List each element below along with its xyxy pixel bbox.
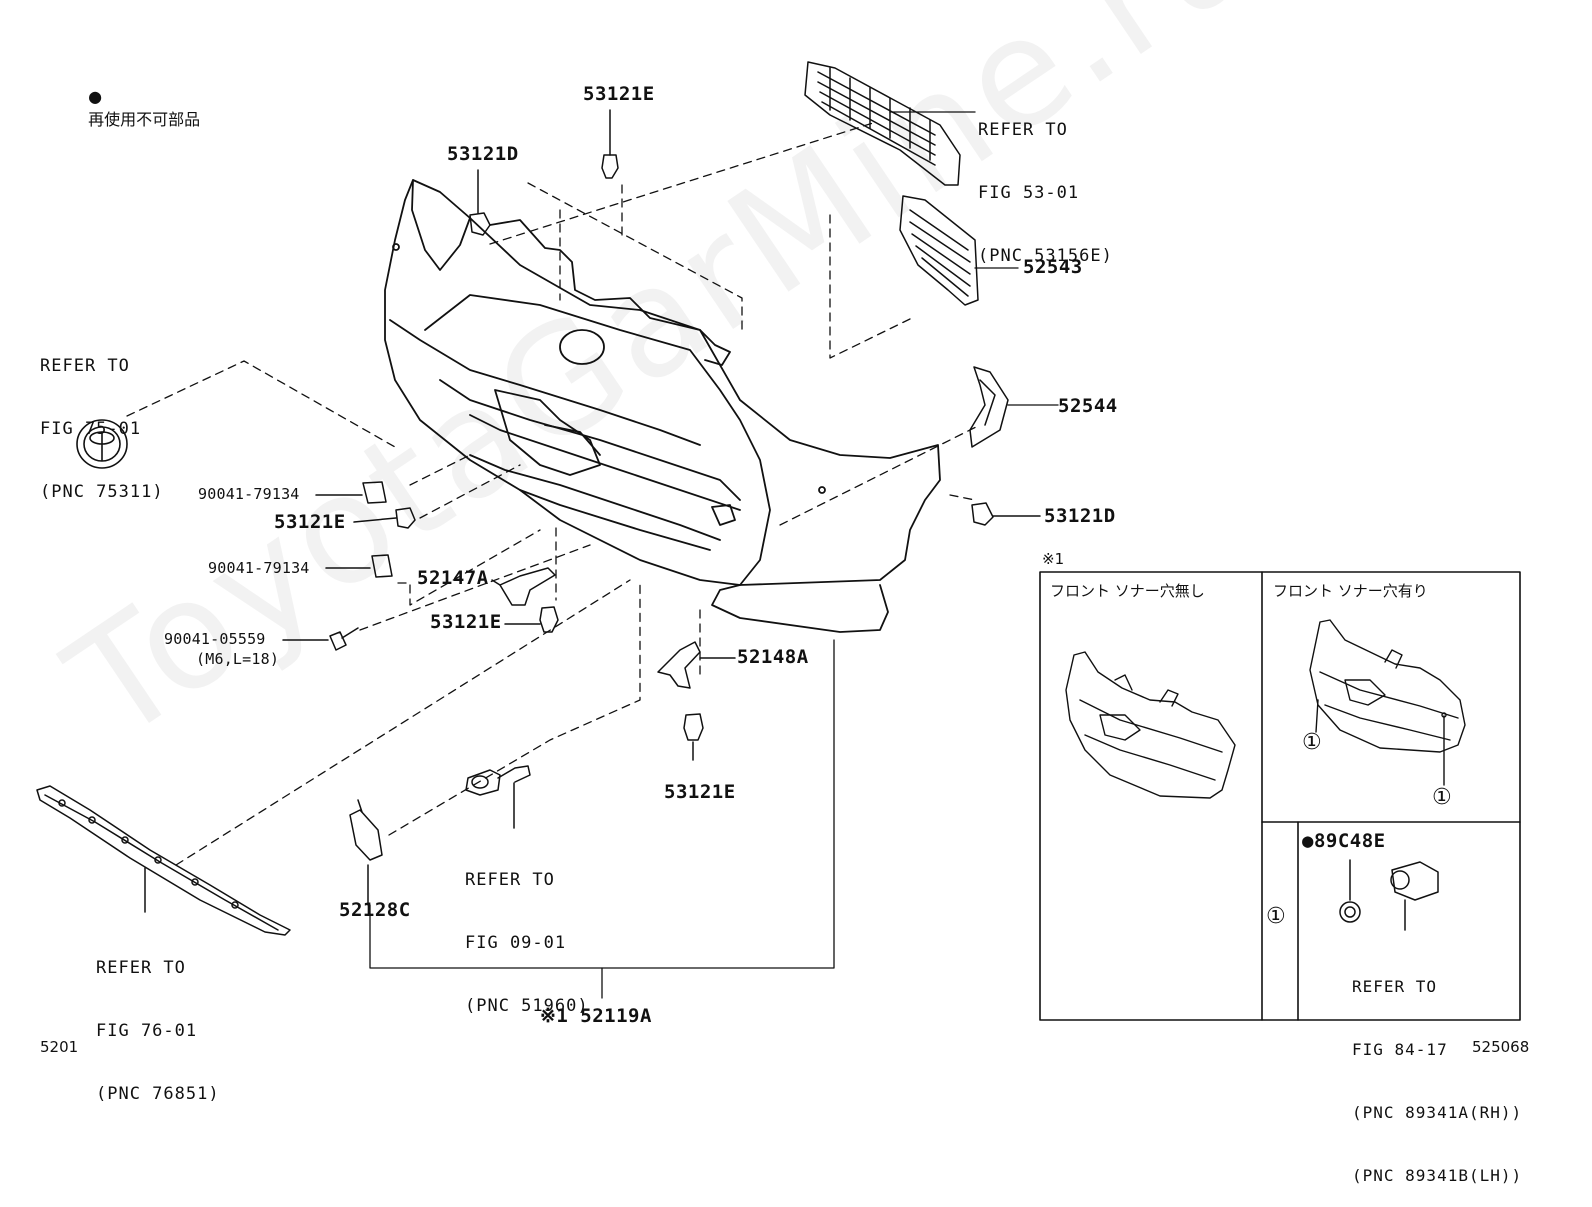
ref-lower-line-1: REFER TO (96, 958, 186, 978)
parts-diagram (36, 61, 1521, 1021)
lower-spoiler (36, 785, 291, 936)
leaders (369, 111, 1059, 999)
inset-bumper-right (1309, 619, 1466, 786)
ref-grille: REFER TO FIG 53-01 (PNC 53156E) (978, 78, 1113, 288)
ref-sensor-line-3: (PNC 89341A(RH)) (1352, 1103, 1523, 1122)
legend-text: 再使用不可部品 (88, 110, 201, 129)
part-90041-79134-b: 90041-79134 (208, 559, 310, 577)
ref-tow-line-2: FIG 09-01 (465, 933, 567, 953)
ref-tow-line-3: (PNC 51960) (465, 996, 589, 1016)
ref-tow-line-1: REFER TO (465, 870, 555, 890)
ref-lower: REFER TO FIG 76-01 (PNC 76851) (96, 916, 220, 1126)
part-90041-05559: 90041-05559 (164, 630, 266, 648)
grille-52543 (899, 195, 979, 306)
ref-tow: REFER TO FIG 09-01 (PNC 51960) (465, 828, 589, 1038)
inset-box (1039, 571, 1521, 1021)
part-52119a: ※1 52119A (540, 1005, 652, 1027)
part-53121d-top: 53121D (447, 143, 519, 165)
inset-col-left: フロント ソナー穴無し (1050, 582, 1205, 600)
part-90041-79134-a: 90041-79134 (198, 485, 300, 503)
assembly-dashes (126, 122, 981, 866)
part-52544: 52544 (1058, 395, 1118, 417)
part-90041-05559-note: (M6,L=18) (196, 650, 280, 668)
part-53121e-top: 53121E (583, 83, 655, 105)
part-53121e-mid: 53121E (430, 611, 502, 633)
ref-emblem-line-3: (PNC 75311) (40, 482, 164, 502)
ref-grille-line-2: FIG 53-01 (978, 183, 1080, 203)
bumper-cover (384, 179, 941, 633)
page-number-right: 525068 (1472, 1038, 1530, 1056)
part-53121e-bottom: 53121E (664, 781, 736, 803)
ref-emblem-line-1: REFER TO (40, 356, 130, 376)
ref-sensor-line-1: REFER TO (1352, 977, 1438, 996)
legend: ● 再使用不可部品 (78, 68, 200, 130)
inset-bumper-left (1065, 651, 1236, 799)
ref-lower-line-2: FIG 76-01 (96, 1021, 198, 1041)
legend-bullet-icon: ● (88, 87, 103, 106)
ref-emblem-line-2: FIG 75-01 (40, 419, 142, 439)
part-52148a: 52148A (737, 646, 809, 668)
part-89c48e: ●89C48E (1302, 830, 1386, 852)
inset-marker: ※1 (1042, 550, 1065, 568)
part-52147a: 52147A (417, 567, 489, 589)
upper-grille (804, 61, 961, 186)
part-52543: 52543 (1023, 256, 1083, 278)
fasteners (282, 109, 1041, 906)
page-number-left: 5201 (40, 1038, 79, 1056)
ref-sensor-line-4: (PNC 89341B(LH)) (1352, 1166, 1523, 1185)
ref-emblem: REFER TO FIG 75-01 (PNC 75311) (40, 314, 164, 524)
ref-sensor: REFER TO FIG 84-17 (PNC 89341A(RH)) (PNC… (1352, 934, 1522, 1207)
cover-52544 (969, 366, 1009, 448)
emblem (76, 419, 128, 469)
circle-one-icon: ① (1432, 785, 1452, 810)
circle-one-icon: ① (1266, 904, 1286, 929)
ref-sensor-line-2: FIG 84-17 (1352, 1040, 1448, 1059)
inset-col-right: フロント ソナー穴有り (1273, 582, 1428, 600)
circle-one-icon: ① (1302, 730, 1322, 755)
ref-grille-line-1: REFER TO (978, 120, 1068, 140)
part-52128c: 52128C (339, 899, 411, 921)
sensor (1339, 859, 1439, 931)
part-53121e-left: 53121E (274, 511, 346, 533)
ref-grille-line-3: (PNC 53156E) (978, 246, 1113, 266)
ref-lower-line-3: (PNC 76851) (96, 1084, 220, 1104)
part-53121d-right: 53121D (1044, 505, 1116, 527)
